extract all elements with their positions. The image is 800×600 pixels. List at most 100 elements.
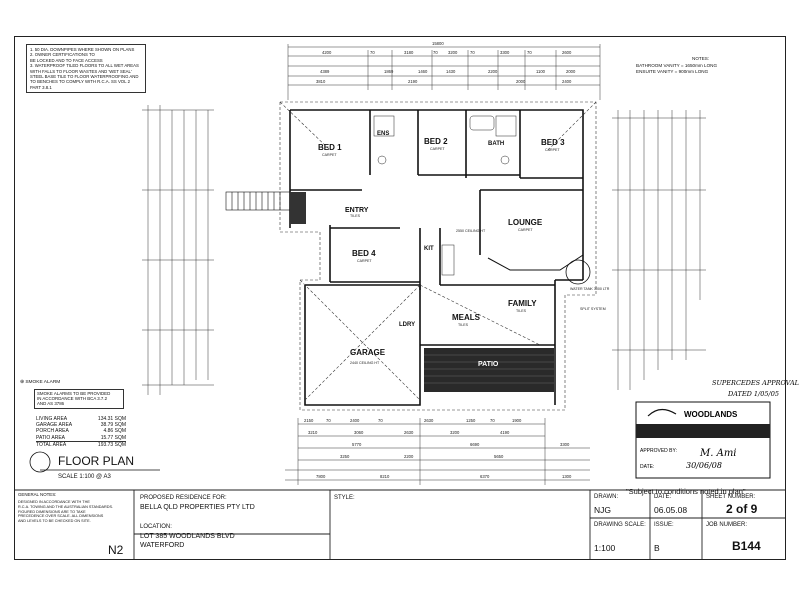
patio-left-hatch — [290, 192, 306, 224]
supersedes-note: SUPERCEDES APPROVAL — [712, 379, 799, 387]
dim-top-row3: 2400 — [562, 79, 572, 84]
gn-line: FIGURED DIMENSIONS ARE TO TAKE — [18, 509, 86, 514]
location-line2: WATERFORD — [140, 542, 185, 549]
general-notes-box: 1. 50 DIA. DOWNPIPES WHERE SHOWN ON PLAN… — [26, 44, 146, 94]
dim-bottom: 3250 — [340, 454, 350, 459]
room-floor: CARPET — [430, 147, 445, 151]
stamp-date: 30/06/08 — [686, 461, 722, 470]
floor-plan-title-symbol — [29, 451, 51, 473]
smoke-alarm-title: SMOKE ALARM — [25, 380, 61, 385]
room-floor: TILES — [516, 309, 527, 313]
left-dimension-lines — [142, 105, 214, 395]
room-ens: ENS — [377, 131, 389, 137]
issue-value: B — [654, 543, 660, 553]
room-floor: CARPET — [322, 153, 337, 157]
dim-bottom: 8210 — [380, 474, 390, 479]
drawn-value: NJG — [594, 505, 611, 515]
proposed-label: PROPOSED RESIDENCE FOR: — [140, 495, 227, 501]
location-line1: LOT 385 WOODLANDS BLVD — [140, 533, 235, 540]
note-line: TO BENCHES TO COMPLY WITH R.C.A. SS VOL … — [30, 79, 130, 85]
dim-bottom: 1300 — [562, 474, 572, 479]
dim-bottom: 2200 — [404, 454, 414, 459]
room-patio-rear: PATIO — [478, 361, 499, 368]
dim-top-row3: 3810 — [316, 79, 326, 84]
dim-bottom: 5650 — [494, 454, 504, 459]
general-notes-title: GENERAL NOTES: — [18, 492, 57, 497]
stamp-signature: M. Ami — [699, 448, 737, 459]
top-dimension-lines — [287, 44, 601, 100]
garage-ceiling-note: 2440 CEILING HT — [350, 361, 380, 365]
right-note-title: NOTES: — [692, 56, 710, 61]
smoke-alarm-icon: ⊕ — [20, 380, 26, 385]
drawn-label: DRAWN: — [594, 494, 619, 500]
bathroom-fixtures — [373, 115, 517, 276]
approval-condition-note: "Subject to conditions noted in plan" — [626, 487, 746, 496]
drawing-scale-value: 1:100 — [594, 543, 616, 553]
dim-bottom: 6370 — [480, 474, 490, 479]
note-line: PART 3.8.1 — [30, 84, 52, 90]
dim-top-row3: 2190 — [408, 79, 418, 84]
note-line: BE LOCKED AND TO FACE ACCESS — [30, 57, 103, 63]
room-floor: TILES — [458, 323, 469, 327]
dim-bottom: 2150 — [304, 418, 314, 423]
dim-bottom: 70 — [326, 418, 331, 423]
sheet-value: 2 of 9 — [726, 502, 758, 516]
dim-bottom: 3210 — [308, 430, 318, 435]
dim-top-row1: 3200 — [448, 50, 458, 55]
room-ldry: LDRY — [399, 322, 415, 328]
note-line: WITH FALLS TO FLOOR WASTES AND 'WET SEAL… — [30, 68, 132, 74]
right-note-line: ENSUITE VANITY = 900mm LONG — [636, 69, 709, 74]
room-bed4: BED 4 — [352, 249, 376, 258]
title-block-grid — [14, 489, 786, 560]
sheet-label: SHEET NUMBER: — [706, 494, 756, 500]
smoke-alarm-note: SMOKE ALARMS TO BE PROVIDED IN ACCORDANC… — [34, 389, 124, 409]
dim-bottom: 2630 — [404, 430, 414, 435]
room-patio-left: PATIO — [307, 208, 325, 214]
dim-bottom: 70 — [490, 418, 495, 423]
dim-top-row2: 1460 — [418, 69, 428, 74]
dim-top-row1: 70 — [370, 50, 375, 55]
dim-overall-top: 15800 — [432, 41, 444, 46]
style-label: STYLE: — [334, 495, 355, 501]
floor-plan-scale: SCALE 1:100 @ A3 — [58, 474, 111, 480]
dim-bottom: 70 — [378, 418, 383, 423]
dim-bottom: 3200 — [450, 430, 460, 435]
note-line: 1. 50 DIA. DOWNPIPES WHERE SHOWN ON PLAN… — [30, 47, 135, 52]
right-dimension-lines — [612, 110, 706, 390]
dim-top-row2: 4389 — [320, 69, 330, 74]
dim-top-row1: 70 — [527, 50, 532, 55]
dim-top-row1: 70 — [470, 50, 475, 55]
right-note-line: BATHROOM VANITY = 1650mm LONG — [636, 63, 718, 68]
gn-line: DESIGNED IN ACCORDANCE WITH THE — [18, 500, 90, 504]
gn-line: PRECEDENCE OVER SCALE. ALL DIMENSIONS — [18, 514, 104, 519]
general-notes-text: DESIGNED IN ACCORDANCE WITH THE R.C.A. T… — [18, 500, 128, 524]
note-line: 2. OWNER CERTIFICATIONS TO — [30, 52, 95, 58]
job-value: B144 — [732, 539, 761, 553]
ceiling-height-note: 2550 CEILING HT — [456, 229, 486, 233]
stamp-approved-label: APPROVED BY: — [640, 448, 677, 454]
room-bath: BATH — [488, 141, 504, 147]
dim-top-row1: 3300 — [500, 50, 510, 55]
stamp-date-label: DATE: — [640, 464, 654, 470]
smoke-line: SMOKE ALARMS TO BE PROVIDED — [37, 391, 111, 396]
dim-bottom: 5770 — [352, 442, 362, 447]
dim-bottom: 4190 — [500, 430, 510, 435]
drawing-sheet-border — [14, 36, 786, 560]
approval-stamp-box — [635, 401, 771, 479]
dim-bottom: 1900 — [512, 418, 522, 423]
room-garage: GARAGE — [350, 348, 386, 357]
dim-top-row1: 4200 — [322, 50, 332, 55]
dim-top-row3: 2000 — [516, 79, 526, 84]
dim-bottom: 2630 — [424, 418, 434, 423]
location-label: LOCATION: — [140, 524, 172, 530]
dim-top-row2: 2200 — [488, 69, 498, 74]
room-bed1: BED 1 — [318, 143, 342, 152]
gn-line: R.C.A. TOWING AND THE AUSTRALIAN STANDAR… — [18, 504, 114, 509]
dim-top-row1: 2600 — [562, 50, 572, 55]
sheet-code: N2 — [108, 543, 124, 557]
room-entry: ENTRY — [345, 207, 369, 214]
